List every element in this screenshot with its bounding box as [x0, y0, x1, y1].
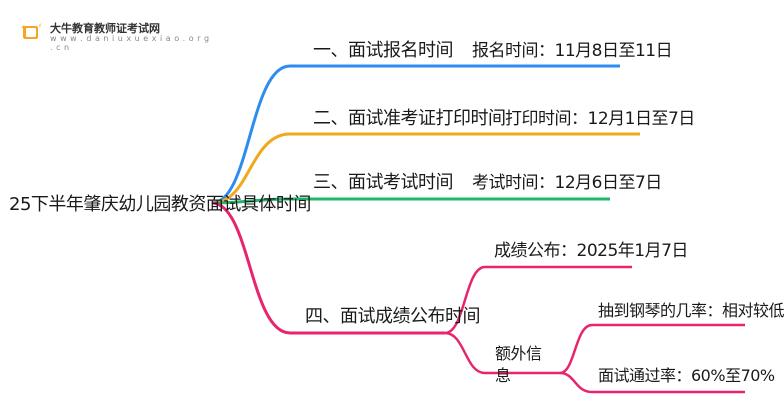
mindmap-canvas: 大牛教育教师证考试网 w w w . d a n i u x u e x i a… [9, 20, 784, 394]
root-topic: 25下半年肇庆幼儿园教资面试具体时间 [9, 194, 311, 215]
connector-extra-info [444, 331, 560, 375]
extra-info-piano-chance: 抽到钢琴的几率：相对较低 [598, 301, 784, 320]
connector-branch-3 [211, 197, 610, 205]
logo-book-icon [21, 23, 41, 39]
branch-4-detail: 成绩公布：2025年1月7日 [494, 241, 688, 261]
logo-url: w w w . d a n i u x u e x i a o . o r g … [50, 34, 210, 52]
extra-info-pass-rate: 面试通过率：60%至70% [598, 366, 775, 385]
connector-branch-4 [211, 201, 445, 335]
branch-3-detail: 考试时间：12月6日至7日 [472, 173, 662, 193]
branch-2-label: 二、面试准考证打印时间 [313, 108, 506, 129]
branch-1-label: 一、面试报名时间 [313, 40, 454, 61]
connector-branch-2 [211, 132, 640, 205]
logo-name: 大牛教育教师证考试网 [50, 22, 160, 35]
branch-2-detail: 打印时间：12月1日至7日 [505, 109, 695, 129]
branch-3-label: 三、面试考试时间 [313, 172, 454, 193]
connector-piano-chance [559, 323, 745, 375]
connector-branch-1 [211, 64, 620, 205]
branch-1-detail: 报名时间：11月8日至11日 [472, 41, 673, 61]
connector-pass-rate [559, 371, 745, 394]
connector-lines [211, 64, 745, 394]
extra-info-label: 额外信息 [495, 344, 542, 385]
site-logo[interactable]: 大牛教育教师证考试网 w w w . d a n i u x u e x i a… [20, 20, 210, 52]
connector-score-release [444, 265, 632, 335]
branch-4-label: 四、面试成绩公布时间 [305, 306, 481, 327]
